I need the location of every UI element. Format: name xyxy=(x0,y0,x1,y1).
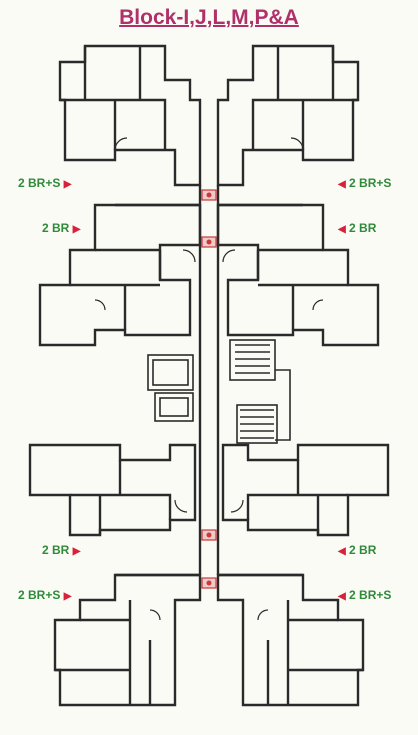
flat-top-right-upper xyxy=(216,44,360,187)
arrow-right-icon: ▶ xyxy=(72,224,81,235)
label-text: 2 BR+S xyxy=(18,176,61,190)
arrow-right-icon: ▶ xyxy=(63,179,72,190)
flat-bottom-right-upper xyxy=(221,443,390,537)
flat-bottom-left-upper xyxy=(28,443,197,537)
lift-core xyxy=(201,236,217,248)
label-text: 2 BR+S xyxy=(349,176,392,190)
label-text: 2 BR xyxy=(42,543,70,557)
lift-cores xyxy=(201,189,217,589)
lift-core xyxy=(201,189,217,201)
label-left-bottom-2br: 2 BR ▶ xyxy=(42,543,80,557)
label-text: 2 BR xyxy=(42,221,70,235)
label-right-top-2br-s: ◀ 2 BR+S xyxy=(338,176,391,190)
flat-top-left-upper xyxy=(58,44,202,187)
arrow-left-icon: ◀ xyxy=(338,546,346,557)
label-text: 2 BR+S xyxy=(349,588,392,602)
door-swings xyxy=(94,137,324,621)
arrow-left-icon: ◀ xyxy=(338,591,346,602)
label-right-bottom-2br-s: ◀ 2 BR+S xyxy=(338,588,391,602)
lift-core xyxy=(201,577,217,589)
label-left-bottom-2br-s: 2 BR+S ▶ xyxy=(18,588,71,602)
flat-bottom-right-lower xyxy=(216,573,365,707)
label-right-top-2br: ◀ 2 BR xyxy=(338,221,376,235)
flat-top-right-lower xyxy=(216,203,380,347)
lift-core xyxy=(201,529,217,541)
label-left-top-2br: 2 BR ▶ xyxy=(42,221,80,235)
central-corridor xyxy=(115,185,303,577)
arrow-right-icon: ▶ xyxy=(63,591,72,602)
staircase xyxy=(229,339,291,444)
service-shafts xyxy=(147,354,194,422)
label-text: 2 BR xyxy=(349,221,377,235)
arrow-left-icon: ◀ xyxy=(338,224,346,235)
label-left-top-2br-s: 2 BR+S ▶ xyxy=(18,176,71,190)
label-text: 2 BR xyxy=(349,543,377,557)
arrow-right-icon: ▶ xyxy=(72,546,81,557)
flat-top-left-lower xyxy=(38,203,202,347)
flat-bottom-left-lower xyxy=(53,573,202,707)
label-right-bottom-2br: ◀ 2 BR xyxy=(338,543,376,557)
arrow-left-icon: ◀ xyxy=(338,179,346,190)
label-text: 2 BR+S xyxy=(18,588,61,602)
page-title: Block-I,J,L,M,P&A xyxy=(119,6,299,29)
